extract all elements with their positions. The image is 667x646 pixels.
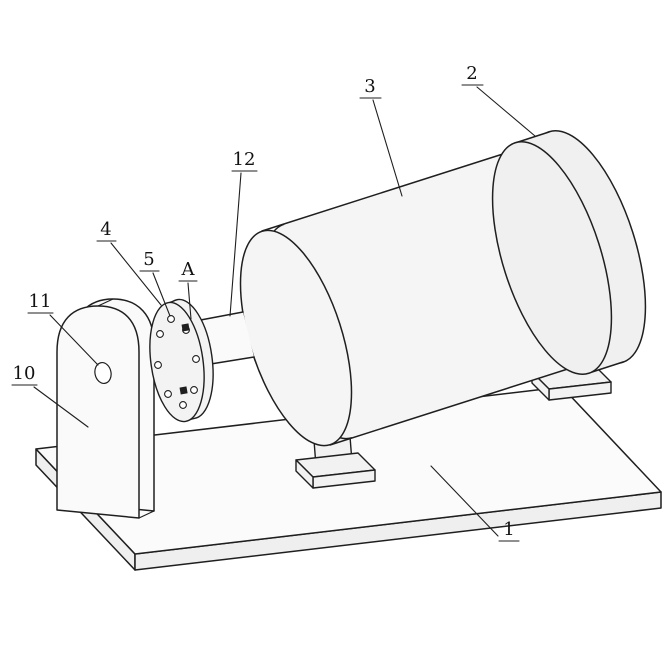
flange-clamp-block — [181, 323, 190, 332]
leader-line-A — [187, 282, 192, 320]
label-3: 3 — [359, 76, 403, 197]
flange-bolt-hole — [190, 386, 198, 394]
leader-line-2 — [476, 86, 536, 137]
part-label-4: 4 — [100, 219, 111, 240]
end-cap-front-face — [491, 141, 613, 375]
support-bracket — [56, 298, 155, 519]
flange-bolt-hole — [156, 330, 164, 338]
bracket-hole — [94, 361, 112, 385]
label-11: 11 — [27, 291, 99, 366]
leader-line-5 — [152, 272, 171, 317]
leader-line-1 — [430, 465, 499, 537]
leader-line-3 — [372, 99, 403, 197]
part-label-10: 10 — [13, 363, 36, 384]
part-label-2: 2 — [466, 63, 477, 84]
label-5: 5 — [139, 249, 171, 317]
part-label-12: 12 — [233, 149, 256, 170]
bracket-bottom-edge — [138, 510, 155, 519]
part-label-3: 3 — [364, 76, 375, 97]
part-label-A: A — [181, 259, 196, 280]
label-12: 12 — [229, 149, 258, 317]
label-2: 2 — [461, 63, 536, 137]
leader-line-10 — [33, 386, 89, 428]
bracket-front-face — [56, 305, 140, 519]
flange-coupling — [149, 298, 214, 423]
flange-bolt-hole — [179, 401, 187, 409]
reference-labels: 1 2 3 4 5 A 10 — [11, 63, 536, 542]
flange-bolt-hole — [154, 361, 162, 369]
part-label-1: 1 — [503, 519, 514, 540]
flange-bolt-hole — [192, 355, 200, 363]
leader-line-4 — [110, 242, 162, 306]
end-cap-ring — [491, 130, 647, 375]
leader-line-11 — [49, 314, 99, 366]
bracket-top-edge — [97, 298, 114, 307]
flange-clamp-block — [179, 386, 188, 395]
label-10: 10 — [11, 363, 89, 428]
label-1: 1 — [430, 465, 520, 542]
part-label-11: 11 — [29, 291, 52, 312]
flange-bolt-hole — [164, 390, 172, 398]
part-label-5: 5 — [143, 249, 154, 270]
flange-bolt-hole — [167, 315, 175, 323]
label-A: A — [178, 259, 198, 320]
drum-top-edge — [261, 152, 507, 232]
foot-front-pad-side — [295, 459, 314, 489]
label-4: 4 — [96, 219, 162, 306]
leader-line-12 — [229, 172, 242, 317]
drum-bottom-edge — [329, 366, 575, 446]
